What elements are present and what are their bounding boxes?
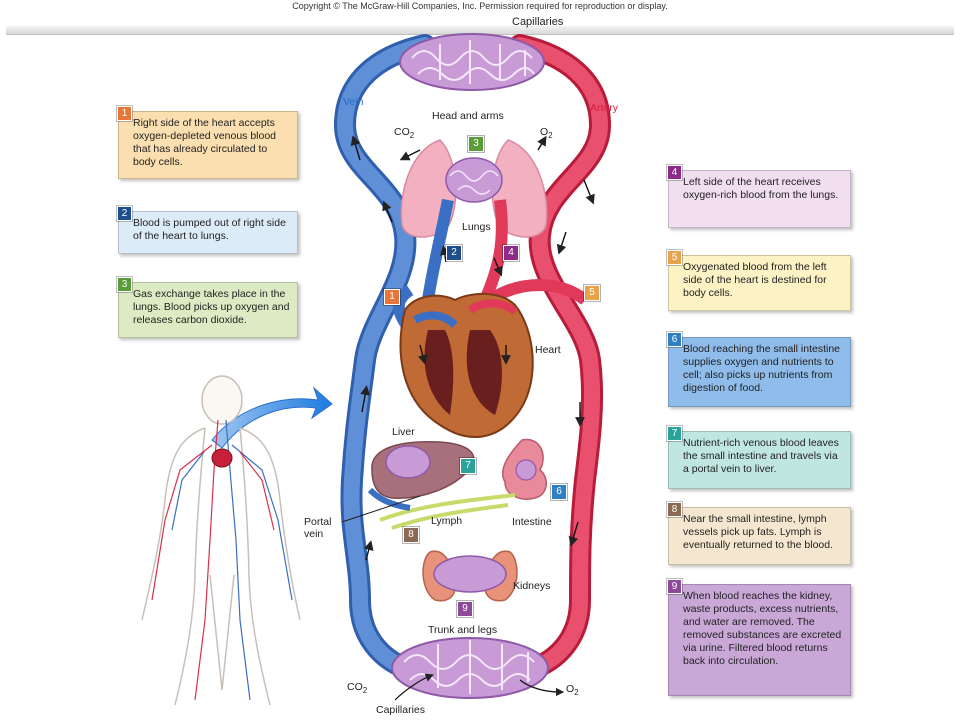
diagram-marker-2: 2 xyxy=(446,245,462,261)
trunk-and-legs-label: Trunk and legs xyxy=(428,624,498,636)
kidneys-illustration xyxy=(422,550,518,602)
capillaries-top-label: Capillaries xyxy=(512,16,564,28)
step-text-2: Blood is pumped out of right side of the… xyxy=(133,217,286,242)
step-text-4: Left side of the heart receives oxygen-r… xyxy=(683,176,839,201)
step-number-5: 5 xyxy=(667,250,682,265)
step-number-4: 4 xyxy=(667,165,682,180)
step-number-8: 8 xyxy=(667,502,682,517)
step-text-6: Blood reaching the small intestine suppl… xyxy=(683,343,841,394)
lymph-label: Lymph xyxy=(431,515,463,527)
step-number-1: 1 xyxy=(117,106,132,121)
o2-top-label: O2 xyxy=(540,126,553,141)
zoom-arrow xyxy=(211,386,333,449)
diagram-marker-7: 7 xyxy=(460,458,476,474)
o2-bottom-label: O2 xyxy=(566,683,579,698)
body-outline-illustration xyxy=(141,375,301,706)
step-box-8: 8 Near the small intestine, lymph vessel… xyxy=(667,502,851,565)
vein-label: Vein xyxy=(343,96,364,108)
step-text-5: Oxygenated blood from the left side of t… xyxy=(683,261,827,299)
step-text-1: Right side of the heart accepts oxygen-d… xyxy=(133,117,277,168)
liver-illustration xyxy=(371,441,475,499)
step-number-3: 3 xyxy=(117,277,132,292)
head-and-arms-label: Head and arms xyxy=(432,110,504,122)
diagram-marker-9: 9 xyxy=(457,601,473,617)
body-heart-illustration xyxy=(211,448,233,468)
step-text-9: When blood reaches the kidney, waste pro… xyxy=(683,590,842,667)
step-box-9: 9 When blood reaches the kidney, waste p… xyxy=(667,579,851,696)
diagram-marker-4: 4 xyxy=(503,245,519,261)
intestine-label: Intestine xyxy=(512,516,552,528)
capillaries-bottom-label: Capillaries xyxy=(376,704,426,716)
step-number-7: 7 xyxy=(667,426,682,441)
heart-illustration xyxy=(399,292,534,438)
step-number-6: 6 xyxy=(667,332,682,347)
diagram-marker-8: 8 xyxy=(403,527,419,543)
diagram-marker-5: 5 xyxy=(584,285,600,301)
liver-label: Liver xyxy=(392,426,415,438)
step-text-3: Gas exchange takes place in the lungs. B… xyxy=(133,288,290,326)
intestine-illustration xyxy=(501,438,547,500)
step-box-4: 4 Left side of the heart receives oxygen… xyxy=(667,165,851,228)
step-box-3: 3 Gas exchange takes place in the lungs.… xyxy=(117,277,298,338)
capillary-bed-bottom xyxy=(391,637,549,699)
step-number-2: 2 xyxy=(117,206,132,221)
diagram-marker-1: 1 xyxy=(384,289,400,305)
step-box-2: 2 Blood is pumped out of right side of t… xyxy=(117,206,298,254)
co2-bottom-label: CO2 xyxy=(347,681,368,696)
step-text-7: Nutrient-rich venous blood leaves the sm… xyxy=(683,437,839,475)
capillary-bed-top xyxy=(399,33,545,91)
artery-label: Artery xyxy=(590,102,619,114)
diagram-marker-6: 6 xyxy=(551,484,567,500)
step-box-6: 6 Blood reaching the small intestine sup… xyxy=(667,332,851,407)
step-box-5: 5 Oxygenated blood from the left side of… xyxy=(667,250,851,311)
lymph-vessels xyxy=(379,493,516,530)
co2-top-label: CO2 xyxy=(394,126,415,141)
header-bar: Copyright © The McGraw-Hill Companies, I… xyxy=(0,0,960,22)
lungs-label: Lungs xyxy=(462,221,491,233)
diagram-marker-3: 3 xyxy=(468,136,484,152)
kidneys-label: Kidneys xyxy=(513,580,551,592)
step-text-8: Near the small intestine, lymph vessels … xyxy=(683,513,834,551)
copyright-notice: Copyright © The McGraw-Hill Companies, I… xyxy=(292,1,668,11)
step-number-9: 9 xyxy=(667,579,682,594)
heart-label: Heart xyxy=(535,344,561,356)
step-box-1: 1 Right side of the heart accepts oxygen… xyxy=(117,106,298,179)
step-box-7: 7 Nutrient-rich venous blood leaves the … xyxy=(667,426,851,489)
